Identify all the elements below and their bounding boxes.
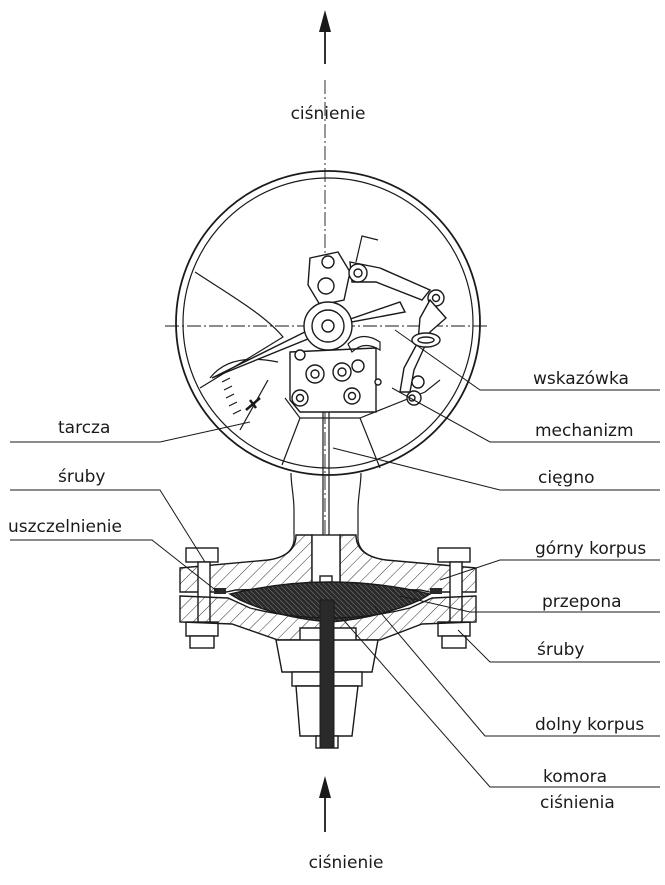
bottom-pressure-arrow — [319, 776, 331, 832]
leader-sruby-left — [10, 489, 206, 563]
leader-uszczelnienie — [10, 539, 219, 593]
label-komora-line1: komora — [543, 767, 607, 787]
leader-gorny-korpus — [439, 559, 660, 581]
label-dolny-korpus: dolny korpus — [535, 715, 644, 735]
label-mechanizm: mechanizm — [535, 421, 634, 441]
gauge-mechanism — [289, 235, 447, 413]
leader-przepona — [399, 595, 660, 613]
dial-scale-ticks — [221, 377, 242, 415]
upper-body — [179, 534, 477, 593]
label-ciegno: cięgno — [538, 468, 595, 488]
pressure-chamber — [319, 599, 335, 749]
label-uszczelnienie: uszczelnienie — [8, 517, 122, 537]
leader-mechanizm — [391, 387, 660, 443]
label-komora-line2: ciśnienia — [540, 793, 615, 813]
label-wskazowka: wskazówka — [533, 369, 629, 389]
label-przepona: przepona — [542, 592, 622, 612]
leader-tarcza — [10, 421, 251, 443]
label-tarcza: tarcza — [58, 418, 110, 438]
gauge-housing — [175, 170, 481, 561]
top-pressure-label: ciśnienie — [291, 104, 366, 124]
label-gorny-korpus: górny korpus — [535, 539, 646, 559]
leader-ciegno — [332, 447, 660, 491]
dial-face — [194, 271, 441, 469]
leader-sruby-right — [457, 629, 660, 663]
label-sruby-right: śruby — [537, 640, 584, 660]
leader-dolny-korpus — [374, 605, 660, 737]
leader-komora — [339, 615, 660, 788]
gasket — [214, 588, 442, 594]
leader-wskazowka — [394, 329, 660, 391]
pointer-tip-mark — [245, 397, 261, 411]
bottom-pressure-label: ciśnienie — [309, 853, 384, 873]
label-sruby-left: śruby — [58, 467, 105, 487]
top-pressure-arrow — [319, 10, 331, 64]
